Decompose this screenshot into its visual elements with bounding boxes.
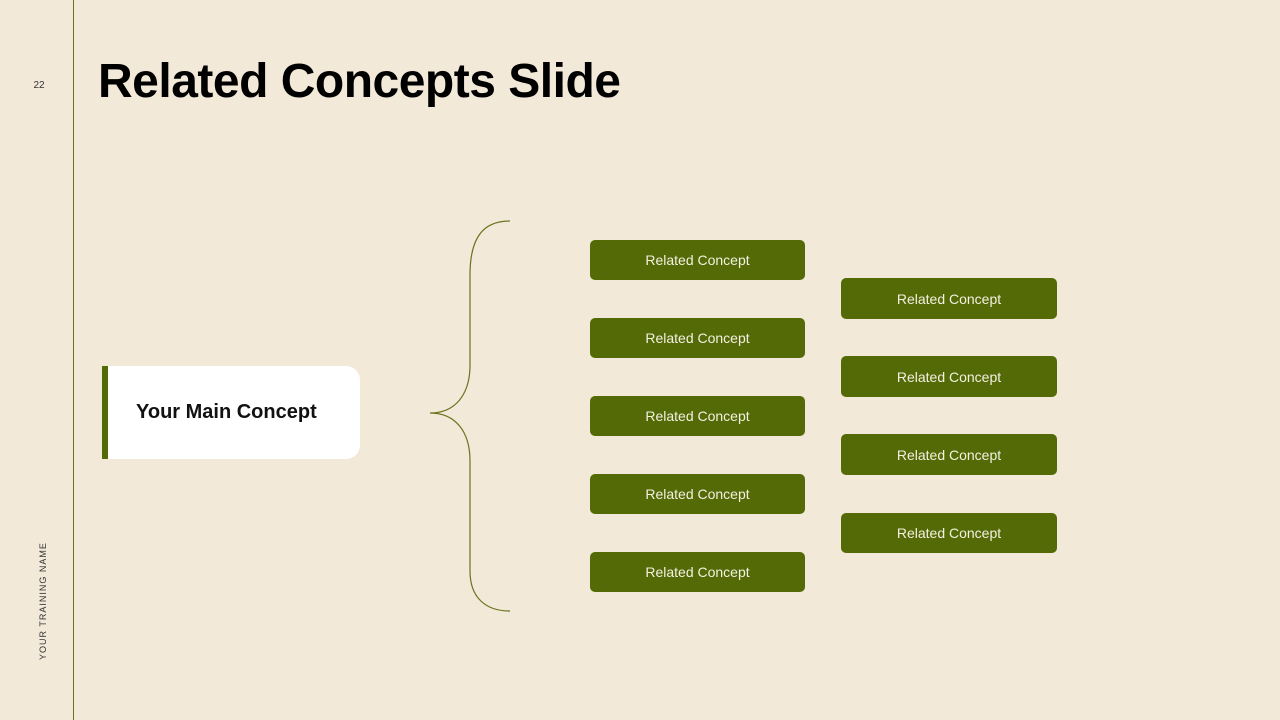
related-concept-right-3: Related Concept xyxy=(841,434,1057,475)
related-concept-left-4: Related Concept xyxy=(590,474,805,514)
curly-brace-connector xyxy=(429,220,511,612)
slide-number: 22 xyxy=(33,80,45,91)
left-rail-divider xyxy=(73,0,74,720)
related-concept-left-5: Related Concept xyxy=(590,552,805,592)
related-concept-left-3: Related Concept xyxy=(590,396,805,436)
curly-brace-path xyxy=(429,220,511,612)
related-concept-right-1: Related Concept xyxy=(841,278,1057,319)
main-concept-card: Your Main Concept xyxy=(102,366,360,459)
main-concept-label: Your Main Concept xyxy=(136,401,317,423)
related-concept-right-2: Related Concept xyxy=(841,356,1057,397)
slide-title: Related Concepts Slide xyxy=(98,55,621,108)
related-concept-right-4: Related Concept xyxy=(841,513,1057,553)
related-concept-left-1: Related Concept xyxy=(590,240,805,280)
related-concept-left-2: Related Concept xyxy=(590,318,805,358)
training-name-footer: YOUR TRAINING NAME xyxy=(38,542,48,660)
